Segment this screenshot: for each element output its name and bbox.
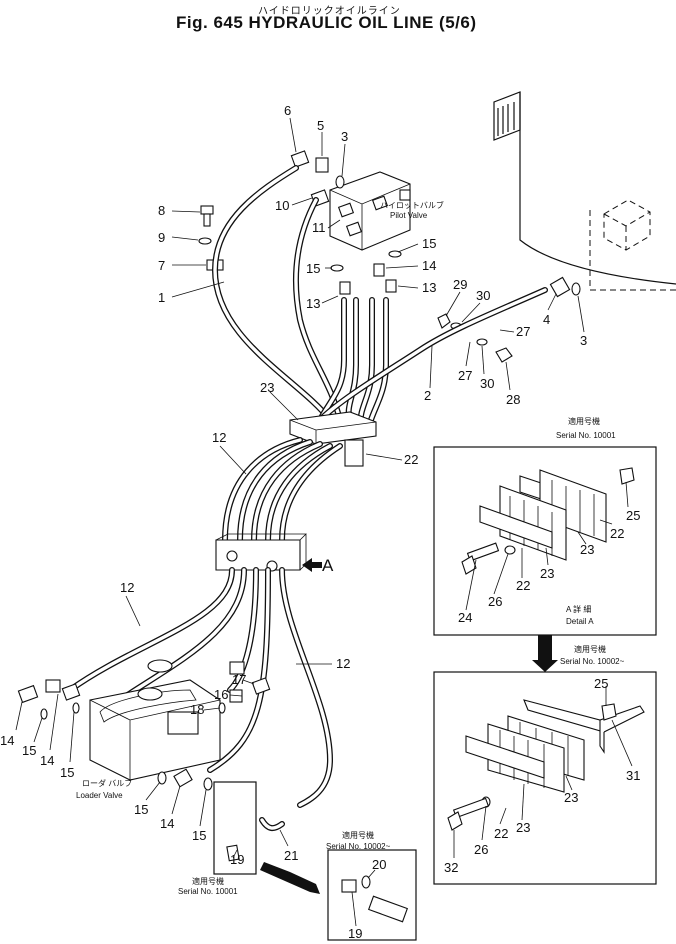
callout-15: 15 — [422, 236, 436, 251]
callout-22: 23 — [260, 380, 274, 395]
callouts-detail-a: 25 22 23 23 22 26 24 — [458, 508, 640, 625]
detail-b-callout-22: 22 — [494, 826, 508, 841]
detail-a-callout-22: 22 — [610, 526, 624, 541]
callouts-main: 6 5 3 8 9 7 1 10 11 15 14 15 13 13 29 30… — [0, 103, 587, 941]
callout-19: 19 — [230, 852, 244, 867]
callout-15: 15 — [192, 828, 206, 843]
serial-box-10002 — [327, 849, 417, 941]
hoses-lower — [67, 567, 334, 808]
callout-13: 13 — [422, 280, 436, 295]
callout-1: 1 — [158, 290, 165, 305]
detail-a-clamp — [461, 467, 635, 575]
callout-7: 7 — [158, 258, 165, 273]
detail-b-callout-26: 26 — [474, 842, 488, 857]
callout-27: 27 — [458, 368, 472, 383]
detail-b-callout-23: 23 — [564, 790, 578, 805]
callout-21: 21 — [284, 848, 298, 863]
loader-valve-label-jp: ローダ バルブ — [82, 778, 132, 788]
leader-lines — [15, 117, 633, 927]
detail-a-label: Detail A — [566, 617, 594, 626]
figure-subtitle-jp: ハイドロリックオイルライン — [258, 6, 401, 17]
detail-b-clamp — [447, 699, 645, 831]
figure-title: Fig. 645 HYDRAULIC OIL LINE (5/6) — [176, 13, 477, 32]
detail-a-callout-25: 25 — [626, 508, 640, 523]
detail-change-arrow — [532, 635, 558, 672]
upper-clamp — [289, 411, 377, 467]
detail-a-callout-22: 22 — [516, 578, 530, 593]
detail-b-callout-25: 25 — [594, 676, 608, 691]
callout-20: 20 — [372, 857, 386, 872]
serial-box-10001-label: Serial No. 10001 — [178, 887, 238, 896]
pilot-valve-label: Pilot Valve — [390, 211, 428, 220]
hoses-middle — [222, 437, 343, 543]
callout-15: 15 — [306, 261, 320, 276]
callout-14: 14 — [40, 753, 54, 768]
top-fittings — [198, 150, 581, 363]
detail-b-callout-23: 23 — [516, 820, 530, 835]
serial-jp-detail-a: 適用号機 — [568, 416, 600, 426]
serial-box-10002-parts — [341, 875, 409, 923]
callout-15: 15 — [22, 743, 36, 758]
serial-detail-b: Serial No. 10002~ — [560, 657, 625, 666]
callout-15: 15 — [134, 802, 148, 817]
lower-hose-21 — [260, 862, 320, 894]
pilot-valve-label-jp: ハイロットバルブ — [380, 200, 444, 210]
callout-16: 16 — [214, 687, 228, 702]
callout-2: 2 — [424, 388, 431, 403]
callout-10: 10 — [275, 198, 289, 213]
loader-valve — [89, 659, 221, 781]
callout-9: 9 — [158, 230, 165, 245]
callout-17: 17 — [232, 672, 246, 687]
callout-13: 13 — [306, 296, 320, 311]
loader-valve-label: Loader Valve — [76, 791, 123, 800]
detail-a-callout-23: 23 — [540, 566, 554, 581]
callouts-detail-b: 25 31 23 23 22 26 32 — [444, 676, 640, 875]
callout-15: 15 — [60, 765, 74, 780]
callout-12: 12 — [212, 430, 226, 445]
annotation-texts: ハイロットバルブ Pilot Valve ローダ バルブ Loader Valv… — [76, 200, 625, 896]
serial-jp-box-10002: 適用号機 — [342, 830, 374, 840]
callout-3: 3 — [580, 333, 587, 348]
lower-clamp-a — [215, 533, 307, 572]
callout-23: 22 — [404, 452, 418, 467]
serial-box-10001 — [213, 781, 257, 875]
lower-fittings — [17, 661, 271, 791]
callout-28: 28 — [506, 392, 520, 407]
callout-30: 30 — [480, 376, 494, 391]
view-arrow-a-label: A — [322, 556, 334, 575]
detail-b-callout-31: 31 — [626, 768, 640, 783]
callout-14: 14 — [0, 733, 14, 748]
callout-14: 14 — [422, 258, 436, 273]
detail-a-callout-26: 26 — [488, 594, 502, 609]
pilot-valve — [329, 171, 411, 251]
serial-box-10002-label: Serial No. 10002~ — [326, 842, 391, 851]
view-arrow-a — [302, 558, 322, 572]
callout-18: 18 — [190, 702, 204, 717]
detail-b-callout-32: 32 — [444, 860, 458, 875]
serial-jp-box-10001: 適用号機 — [192, 876, 224, 886]
callout-14: 14 — [160, 816, 174, 831]
callout-30: 30 — [476, 288, 490, 303]
callout-4: 4 — [543, 312, 550, 327]
callout-29: 29 — [453, 277, 467, 292]
serial-box-10001-parts — [226, 817, 285, 862]
figure-header: ハイドロリックオイルライン Fig. 645 HYDRAULIC OIL LIN… — [0, 0, 676, 40]
serial-detail-a: Serial No. 10001 — [556, 431, 616, 440]
callout-19: 19 — [348, 926, 362, 941]
callout-27: 27 — [516, 324, 530, 339]
serial-jp-detail-b: 適用号機 — [574, 644, 606, 654]
callout-12: 12 — [336, 656, 350, 671]
callout-5: 5 — [317, 118, 324, 133]
callout-8: 8 — [158, 203, 165, 218]
detail-a-callout-24: 24 — [458, 610, 472, 625]
detail-a-label-jp: A 詳 細 — [566, 604, 591, 614]
detail-a-callout-23: 23 — [580, 542, 594, 557]
callout-11: 11 — [312, 220, 326, 235]
callout-12: 12 — [120, 580, 134, 595]
callout-6: 6 — [284, 103, 291, 118]
machine-body-outline — [493, 91, 676, 291]
callout-3: 3 — [341, 129, 348, 144]
